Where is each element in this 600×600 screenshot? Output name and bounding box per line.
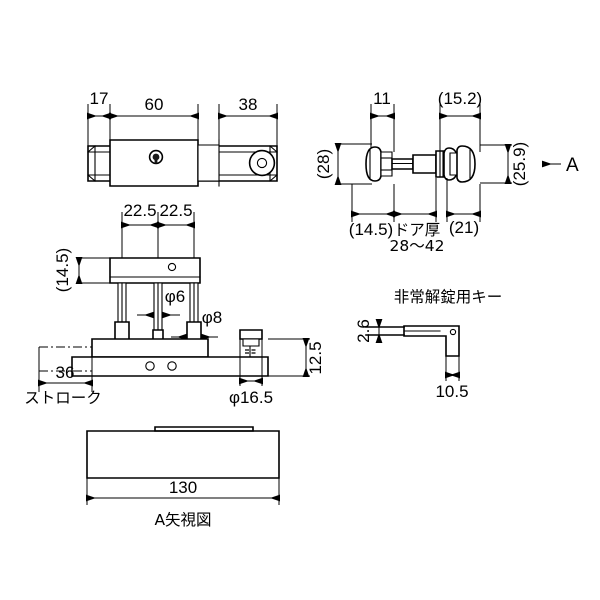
dimension-15-2-label: (15.2) [438,89,482,108]
dimension-21-label: (21) [449,218,479,237]
dimension-17: 17 [87,89,111,120]
dimension-14-5-height: (14.5) [53,248,110,292]
dimension-10-5-label: 10.5 [435,382,468,401]
dimension-130: 130 [86,478,280,502]
dimension-phi16-5-label: φ16.5 [229,388,273,407]
door-thickness-range: 28〜42 [390,237,445,255]
view-middle-left-mechanism: 22.5 22.5 (14.5) [24,201,325,407]
dimension-25-9: (25.9) [480,142,529,186]
dimension-36-label: 36 [56,363,75,382]
dimension-12-5-label: 12.5 [306,341,325,374]
lock-body-outline [87,139,278,187]
dimension-22-5-right: 22.5 [157,201,195,229]
view-a-plan: 130 A矢視図 [86,426,280,529]
dimension-15-2: (15.2) [438,89,482,120]
top-plate [109,257,201,284]
dimension-door-thickness: ドア厚 28〜42 [390,210,445,255]
dimension-11: 11 [370,89,395,120]
view-arrow-a-label: A [566,155,579,176]
dimension-60: 60 [109,95,199,120]
dimension-22-5-left: 22.5 [121,201,159,229]
dimension-17-label: 17 [90,89,109,108]
dimension-130-label: 130 [169,478,197,497]
knob-assembly-outline [365,145,476,183]
dimension-phi6: φ6 [137,287,185,319]
dimension-2-6-label: 2.6 [354,319,373,343]
dimension-25-9-label: (25.9) [510,142,529,186]
dimension-10-5: 10.5 [435,356,469,401]
dimension-38: 38 [218,95,278,120]
view-top-left-lock-body: 17 60 38 [87,89,278,187]
dimension-28: (28) [314,143,372,185]
dimension-14-5-height-label: (14.5) [53,248,72,292]
dimension-21: (21) [446,210,481,237]
dimension-phi8: φ8 [171,308,222,341]
extension-lines-top-left [87,104,278,146]
dimension-12-5: 12.5 [268,338,325,377]
dimension-60-label: 60 [145,95,164,114]
stroke-label: ストローク [24,389,102,407]
dimension-phi16-5: φ16.5 [229,333,273,407]
dimension-phi8-label: φ8 [202,308,222,327]
dimension-22-5-left-label: 22.5 [123,201,156,220]
dimension-2-6: 2.6 [354,319,386,343]
dimension-14-5-door-label: (14.5) [349,220,393,239]
view-arrow-a-marker: A [542,155,579,176]
dimension-phi6-label: φ6 [165,287,185,306]
dimension-11-label: 11 [373,89,391,108]
dimension-38-label: 38 [239,95,258,114]
view-emergency-key: 非常解錠用キー 2.6 10.5 [354,288,502,401]
view-a-caption: A矢視図 [154,511,211,529]
dimension-14-5-door: (14.5) [349,210,395,239]
emergency-key-title: 非常解錠用キー [394,288,503,306]
door-thickness-label: ドア厚 [394,221,441,239]
view-top-right-knob-assembly: 11 (15.2) (28) (25.9) [314,89,579,255]
dimension-28-label: (28) [314,149,333,179]
dimension-22-5-right-label: 22.5 [159,201,192,220]
dimension-36: 36 ストローク [24,347,102,407]
